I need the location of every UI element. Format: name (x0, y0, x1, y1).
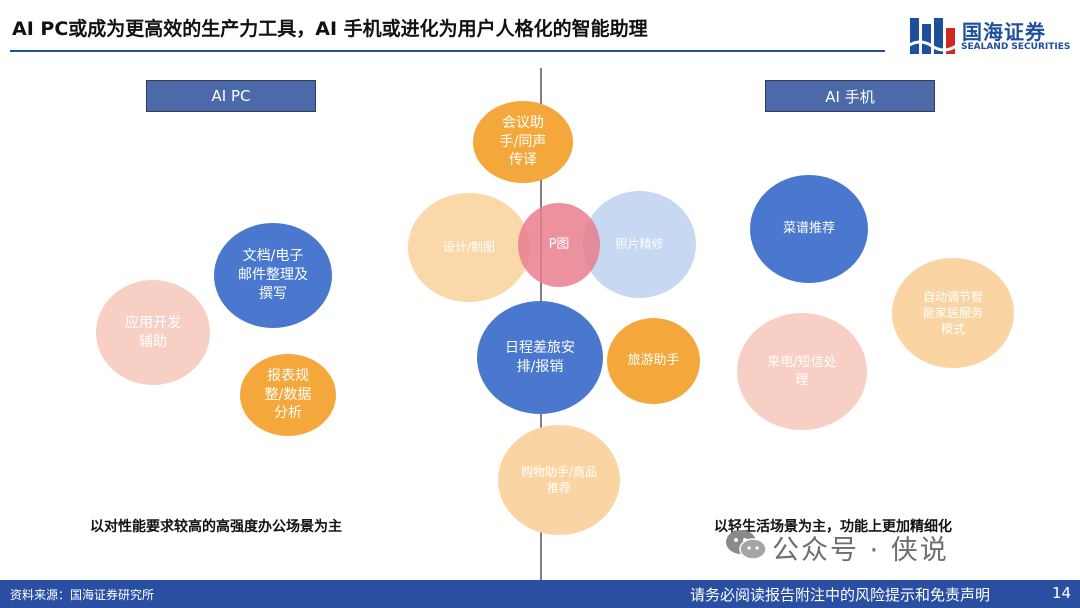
bubble-appdev: 应用开发辅助 (96, 280, 210, 385)
bubble-meeting-label: 会议助手/同声传译 (499, 114, 547, 169)
page-title: AI PC或成为更高效的生产力工具，AI 手机或进化为用户人格化的智能助理 (12, 18, 648, 40)
bubble-appdev-label: 应用开发辅助 (125, 314, 181, 350)
sealand-logo-icon (908, 18, 957, 54)
footer-source: 资料来源：国海证券研究所 (10, 588, 155, 602)
bubble-photo-label: 照片精修 (615, 237, 664, 252)
logo-text: 国海证券 (962, 20, 1046, 44)
bubble-docs: 文档/电子邮件整理及撰写 (214, 223, 332, 328)
footer-disclaimer: 请务必阅读报告附注中的风险提示和免责声明 (690, 586, 991, 604)
company-logo: 国海证券 SEALAND SECURITIES (908, 14, 1071, 60)
wechat-icon (726, 530, 767, 560)
bubble-pimage: P图 (518, 203, 600, 287)
title-underline (10, 50, 885, 52)
page-number: 14 (1052, 584, 1072, 602)
logo-subtext: SEALAND SECURITIES (961, 42, 1071, 52)
bubble-schedule: 日程差旅安排/报销 (477, 301, 603, 414)
ai-phone-label: AI 手机 (765, 80, 935, 112)
bubble-shopping-label: 购物助手/商品推荐 (520, 464, 598, 495)
bubble-smarthome-label: 自动调节智能家居服务模式 (922, 289, 983, 337)
watermark-text: 公众号 · 侠说 (772, 535, 949, 566)
bubble-smarthome: 自动调节智能家居服务模式 (892, 258, 1014, 368)
bubble-design-label: 设计/制图 (442, 240, 496, 255)
bubble-docs-label: 文档/电子邮件整理及撰写 (238, 248, 308, 302)
ai-pc-caption: 以对性能要求较高的高强度办公场景为主 (90, 519, 342, 535)
bubble-calls-label: 来电/短信处理 (767, 354, 837, 388)
bubble-design: 设计/制图 (408, 193, 530, 302)
bubble-report: 报表规整/数据分析 (240, 354, 336, 436)
bubble-photo: 照片精修 (583, 191, 696, 298)
bubble-travel-label: 旅游助手 (627, 353, 680, 369)
bubble-recipe: 菜谱推荐 (750, 175, 868, 283)
bubble-recipe-label: 菜谱推荐 (782, 221, 835, 237)
bubble-meeting: 会议助手/同声传译 (473, 101, 573, 183)
bubble-pimage-label: P图 (548, 237, 570, 253)
bubble-calls: 来电/短信处理 (737, 313, 867, 430)
bubble-travel: 旅游助手 (607, 318, 700, 404)
ai-phone-caption: 以轻生活场景为主，功能上更加精细化 (714, 519, 952, 535)
bubble-report-label: 报表规整/数据分析 (264, 367, 312, 422)
ai-pc-label: AI PC (146, 80, 316, 112)
bubble-shopping: 购物助手/商品推荐 (498, 425, 620, 535)
bubble-schedule-label: 日程差旅安排/报销 (505, 339, 575, 375)
footer-bar (0, 580, 1080, 608)
